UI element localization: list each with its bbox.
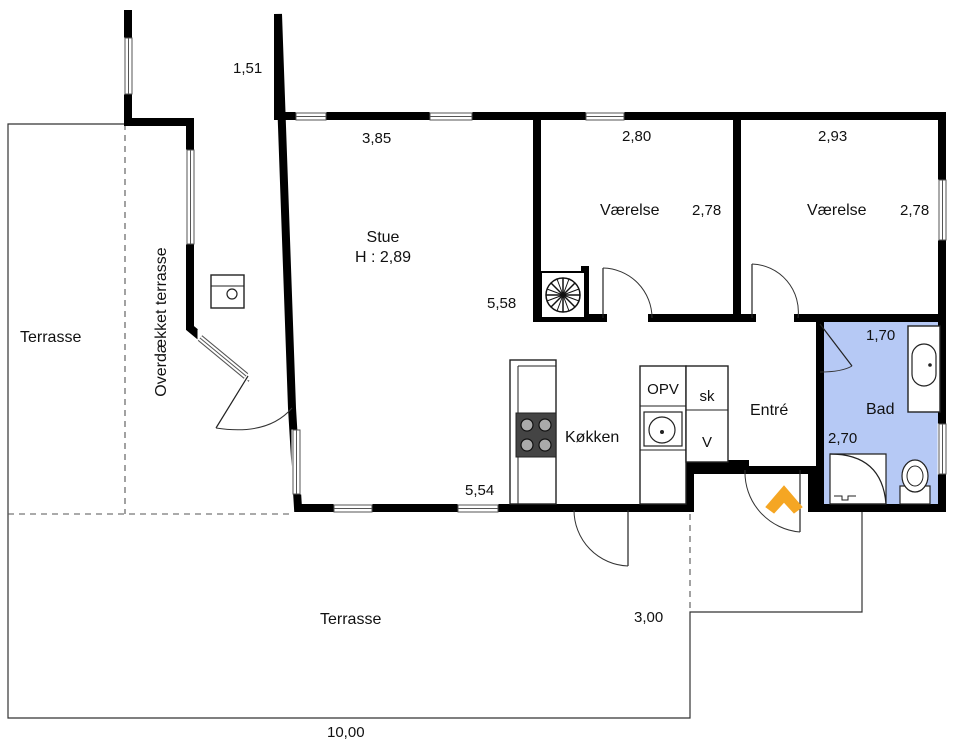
toilet-icon	[899, 459, 931, 505]
dim-2-78-a: 2,78	[692, 202, 721, 219]
entrance-door	[744, 469, 801, 533]
doors	[215, 263, 853, 567]
room-label-koekken: Køkken	[565, 429, 619, 446]
dim-2-93: 2,93	[818, 128, 847, 145]
sink-icon	[643, 411, 683, 447]
shower-icon	[829, 453, 887, 505]
window-6	[937, 179, 948, 241]
fixture-label-opv: OPV	[647, 381, 679, 398]
room-label-overdaekket: Overdækket terrasse	[153, 247, 170, 396]
room-labels: Stue H : 2,89 Værelse Værelse Køkken Ent…	[20, 202, 894, 628]
terrace-door-west	[215, 375, 293, 431]
fixture-label-v: V	[702, 434, 712, 451]
entrance-arrow-icon	[765, 485, 803, 514]
stove-icon	[210, 274, 245, 309]
dim-5-54: 5,54	[465, 482, 494, 499]
room-label-terrasse-south: Terrasse	[320, 611, 381, 628]
window-8	[291, 429, 302, 495]
room-door-1	[602, 267, 653, 319]
window-2	[185, 149, 196, 245]
dimension-labels: 1,51 3,85 2,80 2,93 2,78 2,78 5,58 1,70 …	[233, 60, 929, 741]
terrace-door-south	[573, 509, 629, 567]
dim-2-78-b: 2,78	[900, 202, 929, 219]
terrace-outlines	[7, 123, 863, 719]
dim-3-85: 3,85	[362, 130, 391, 147]
dim-10-00: 10,00	[327, 724, 365, 741]
sink-counter	[639, 365, 729, 505]
room-label-vaerelse-1: Værelse	[600, 202, 660, 219]
window-10	[457, 503, 499, 514]
kitchen-counter	[509, 359, 557, 505]
bathroom-fixtures	[829, 325, 941, 505]
window-7	[937, 423, 948, 475]
room-label-terrasse-west: Terrasse	[20, 329, 81, 346]
fixture-labels: OPV sk V	[647, 381, 715, 451]
bath-door	[819, 323, 853, 373]
window-3	[295, 111, 327, 122]
dim-1-51: 1,51	[233, 60, 262, 77]
fan-icon	[540, 271, 586, 319]
room-label-stue: Stue	[367, 229, 400, 246]
window-11	[197, 329, 255, 381]
room-door-2	[751, 263, 799, 319]
dim-2-70: 2,70	[828, 430, 857, 447]
dim-1-70: 1,70	[866, 327, 895, 344]
dim-3-00: 3,00	[634, 609, 663, 626]
room-label-bad: Bad	[866, 401, 894, 418]
windows	[123, 37, 948, 514]
window-5	[585, 111, 625, 122]
window-9	[333, 503, 373, 514]
window-4	[429, 111, 473, 122]
room-label-entre: Entré	[750, 402, 788, 419]
fixture-label-sk: sk	[700, 388, 716, 405]
dim-5-58: 5,58	[487, 295, 516, 312]
room-height-stue: H : 2,89	[355, 249, 411, 266]
window-1	[123, 37, 134, 95]
washbasin-icon	[907, 325, 941, 413]
dim-2-80: 2,80	[622, 128, 651, 145]
room-label-vaerelse-2: Værelse	[807, 202, 867, 219]
hob-icon	[515, 412, 557, 458]
